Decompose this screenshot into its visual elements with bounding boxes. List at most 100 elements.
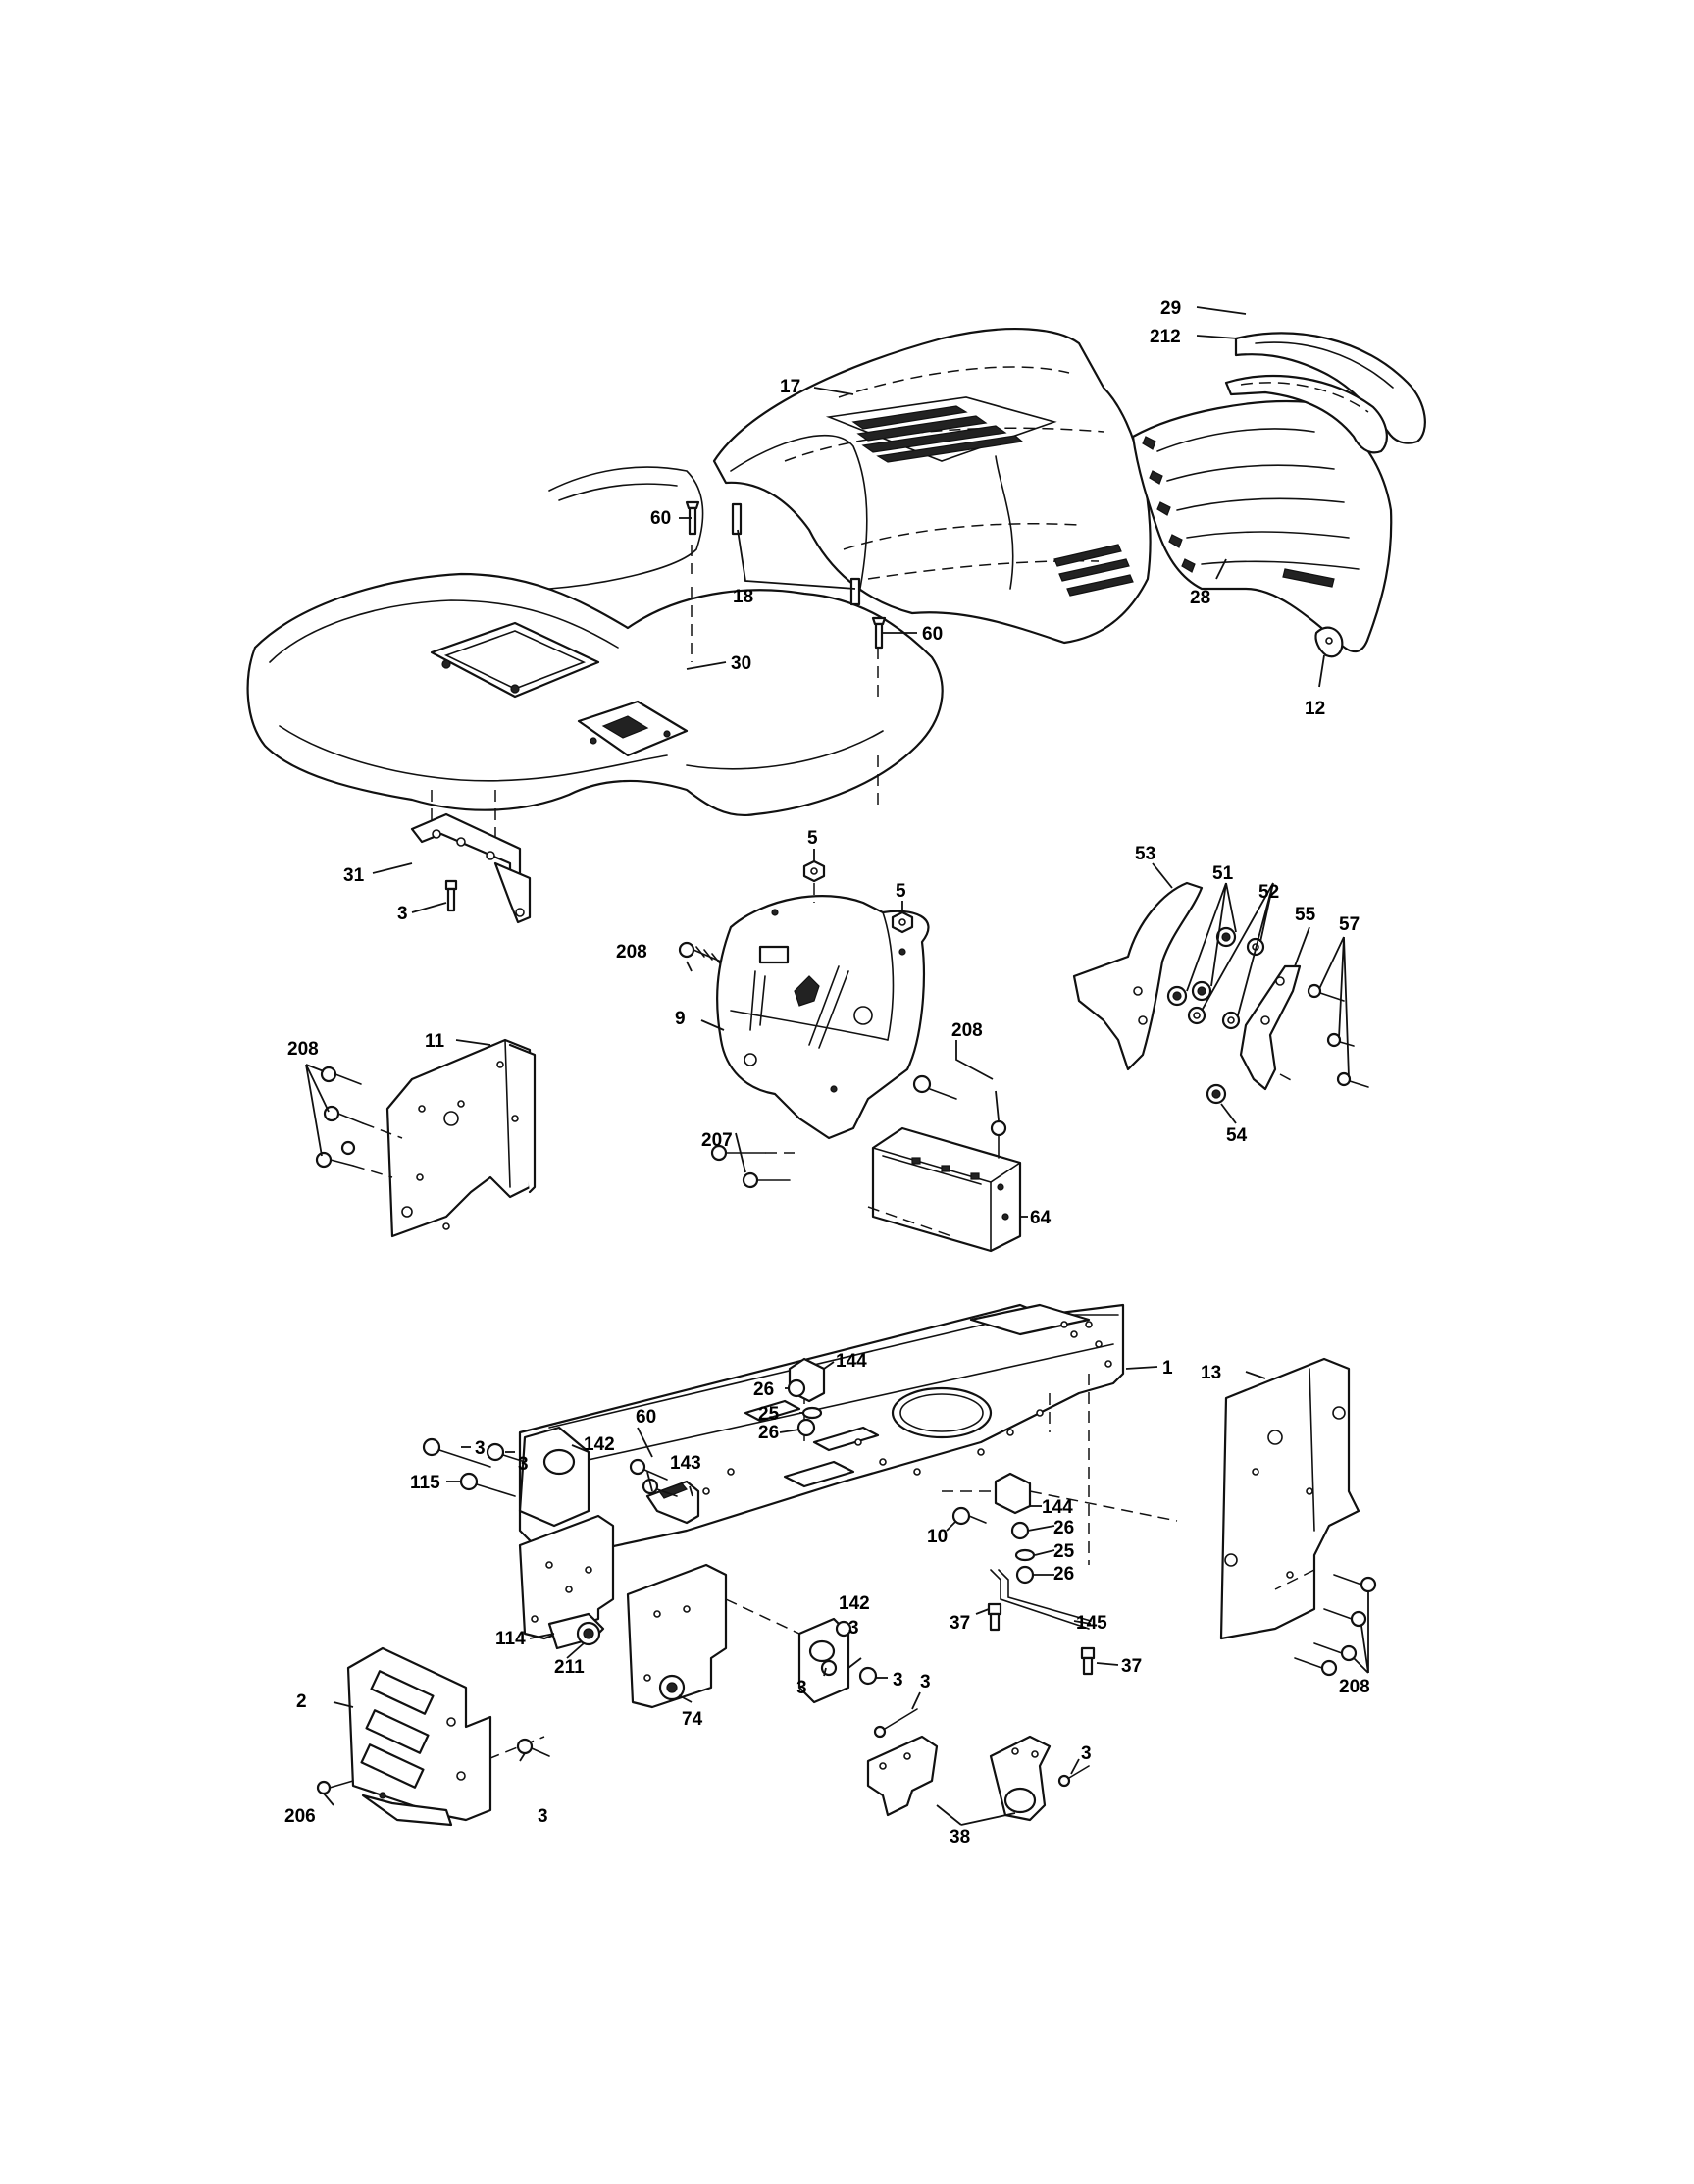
screw-part-208-left [315,1066,364,1169]
callout-54: 54 [1226,1125,1248,1146]
callout-29: 29 [1160,298,1181,319]
callout-144-a: 144 [836,1351,867,1372]
callout-60-b: 60 [922,624,943,645]
callout-3-h: 3 [1081,1743,1092,1764]
callout-25-a: 25 [758,1404,780,1425]
callout-labels: 17 29 212 60 18 60 30 28 12 31 3 5 5 53 … [284,298,1370,1847]
callout-1: 1 [1162,1358,1173,1378]
callout-52: 52 [1258,882,1279,903]
callout-38: 38 [950,1827,970,1847]
callout-57: 57 [1339,914,1360,935]
callout-208-d: 208 [1339,1677,1370,1697]
callout-60-c: 60 [636,1407,656,1428]
nut-part-51 [1166,926,1237,1007]
callout-64: 64 [1030,1208,1052,1228]
callout-114: 114 [495,1629,526,1649]
bracket-part-143 [645,1480,700,1525]
callout-9: 9 [675,1009,686,1029]
callout-37-a: 37 [950,1613,970,1634]
callout-208-a: 208 [616,942,647,962]
callout-18: 18 [733,587,753,607]
bracket-part-142-right [797,1617,850,1704]
panel-part-64 [871,1126,1022,1253]
callout-13: 13 [1201,1363,1221,1383]
callout-3-b: 3 [475,1438,486,1459]
screws-part-3-bottom [873,1708,1090,1788]
callout-12: 12 [1305,699,1325,719]
callout-208-c: 208 [951,1020,983,1041]
callout-17: 17 [780,377,800,397]
fender-part-30 [246,466,944,817]
callout-26-d: 26 [1053,1564,1074,1585]
screw-part-208-dash [678,941,722,964]
callout-3-f: 3 [796,1678,807,1698]
lever-part-53 [1072,881,1204,1071]
screw-part-37 [987,1602,1096,1676]
nut-part-211 [576,1621,601,1646]
washer-part-52 [1187,937,1265,1030]
frame-part-1 [518,1303,1125,1562]
callout-10: 10 [927,1527,948,1547]
leader-lines [305,306,1369,1826]
callout-3-g: 3 [920,1672,931,1692]
screw-part-206 [316,1780,354,1795]
bracket-part-38 [866,1735,1052,1822]
callout-3-d: 3 [848,1618,859,1638]
callout-3-e: 3 [893,1670,903,1690]
callout-208-b: 208 [287,1039,319,1060]
lever-part-55 [1239,964,1302,1091]
callout-31: 31 [343,865,365,886]
callout-144-b: 144 [1042,1497,1073,1518]
bolt-part-10 [951,1506,987,1526]
callout-11: 11 [425,1031,445,1052]
bolt-part-60 [685,500,887,650]
callout-142-b: 142 [839,1593,870,1614]
callout-26-c: 26 [1053,1518,1074,1538]
callout-5-a: 5 [807,828,818,849]
panel-part-13 [1219,1357,1360,1640]
callout-212: 212 [1150,327,1181,347]
callout-3-i: 3 [538,1806,548,1827]
rod-part-145 [990,1569,1092,1630]
callout-115: 115 [410,1473,440,1493]
panel-part-11 [385,1038,537,1238]
plate-part-left-frame [518,1514,615,1640]
callout-211: 211 [554,1657,585,1678]
screws-part-3-left [422,1437,678,1497]
callout-60-a: 60 [650,508,671,529]
callout-3-a: 3 [397,904,408,924]
callout-142-a: 142 [584,1434,615,1455]
callout-207: 207 [701,1130,733,1151]
grille-part-28 [1131,399,1393,653]
callout-28: 28 [1190,588,1210,608]
screw-part-3-a [444,879,458,912]
callout-37-b: 37 [1121,1656,1142,1677]
callout-25-b: 25 [1053,1541,1075,1562]
hood-side-vents [1053,544,1134,597]
callout-3-c: 3 [518,1454,529,1475]
plate-part-2 [346,1646,492,1827]
hood-vent-grille [825,396,1057,463]
callout-206: 206 [284,1806,316,1827]
callout-30: 30 [731,653,751,674]
callout-26-b: 26 [758,1423,779,1443]
screw-part-208-panel [912,1074,1007,1159]
pin-part-18 [731,502,861,606]
screw-part-3-bumper [516,1738,550,1757]
screw-part-207 [710,1144,795,1189]
callout-55: 55 [1295,905,1316,925]
callout-5-b: 5 [896,881,906,902]
bracket-part-142-left [518,1426,590,1528]
screws-part-208-right [1294,1574,1377,1677]
screw-part-57 [1307,983,1369,1088]
callout-143: 143 [670,1453,701,1474]
trim-part-212 [1224,375,1388,454]
plate-part-center-frame [626,1563,728,1709]
callout-51: 51 [1212,863,1234,884]
nut-part-54 [1206,1083,1227,1105]
callout-2: 2 [296,1691,307,1712]
callout-26-a: 26 [753,1379,774,1400]
bracket-part-31 [410,812,532,924]
nut-part-74 [658,1674,686,1701]
